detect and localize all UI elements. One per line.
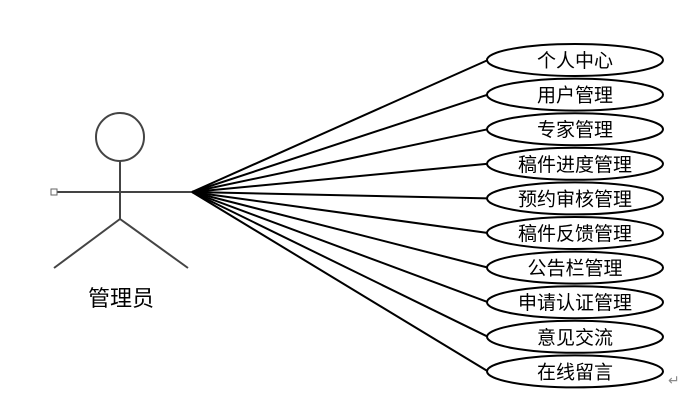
use-case-ellipse [486, 216, 664, 250]
use-case-label: 专家管理 [537, 119, 613, 141]
association-line [191, 191, 489, 234]
use-case-ellipse [486, 354, 664, 389]
use-case: 用户管理 [486, 77, 664, 112]
actor-label: 管理员 [88, 287, 154, 312]
use-case-ellipse [486, 146, 664, 181]
association-line [191, 191, 489, 373]
use-case: 专家管理 [486, 112, 664, 147]
use-case: 预约审核管理 [486, 181, 664, 216]
use-case-label: 稿件进度管理 [518, 154, 632, 176]
use-case-label: 在线留言 [537, 361, 613, 383]
use-case: 申请认证管理 [486, 285, 664, 320]
use-case: 公告栏管理 [486, 250, 664, 285]
use-case-ellipse [486, 77, 664, 112]
use-case-ellipse [486, 285, 664, 320]
use-case-ellipse [486, 112, 664, 147]
use-case: 个人中心 [486, 43, 664, 77]
use-case-ellipse [486, 43, 664, 77]
use-case-label: 稿件反馈管理 [518, 223, 632, 245]
use-case: 稿件反馈管理 [486, 216, 664, 250]
association-line [191, 191, 489, 338]
use-case-label: 个人中心 [537, 50, 613, 72]
use-case-ellipse [486, 319, 664, 354]
use-case-list: 个人中心用户管理专家管理稿件进度管理预约审核管理稿件反馈管理公告栏管理申请认证管… [486, 43, 664, 389]
association-line [191, 191, 489, 200]
use-case-label: 意见交流 [537, 327, 613, 349]
use-case: 意见交流 [486, 319, 664, 354]
actor-figure [50, 112, 192, 269]
association-line [191, 191, 489, 304]
use-case: 在线留言 [486, 354, 664, 389]
use-case-label: 申请认证管理 [518, 292, 632, 314]
use-case-label: 预约审核管理 [518, 188, 632, 210]
association-lines [191, 59, 489, 373]
actor-left-leg [53, 218, 121, 269]
use-case: 稿件进度管理 [486, 146, 664, 181]
paragraph-mark: ↵ [668, 373, 680, 389]
association-line [191, 93, 489, 193]
actor-right-leg [119, 218, 189, 269]
use-case-ellipse [486, 181, 664, 216]
actor-arm-handle [50, 188, 58, 196]
actor-head [95, 112, 145, 162]
use-case-ellipse [486, 250, 664, 285]
association-line [191, 162, 489, 193]
association-line [191, 191, 489, 269]
use-case-label: 公告栏管理 [527, 258, 622, 280]
association-line [191, 128, 489, 193]
association-line [191, 59, 489, 193]
use-case-label: 用户管理 [537, 85, 613, 107]
